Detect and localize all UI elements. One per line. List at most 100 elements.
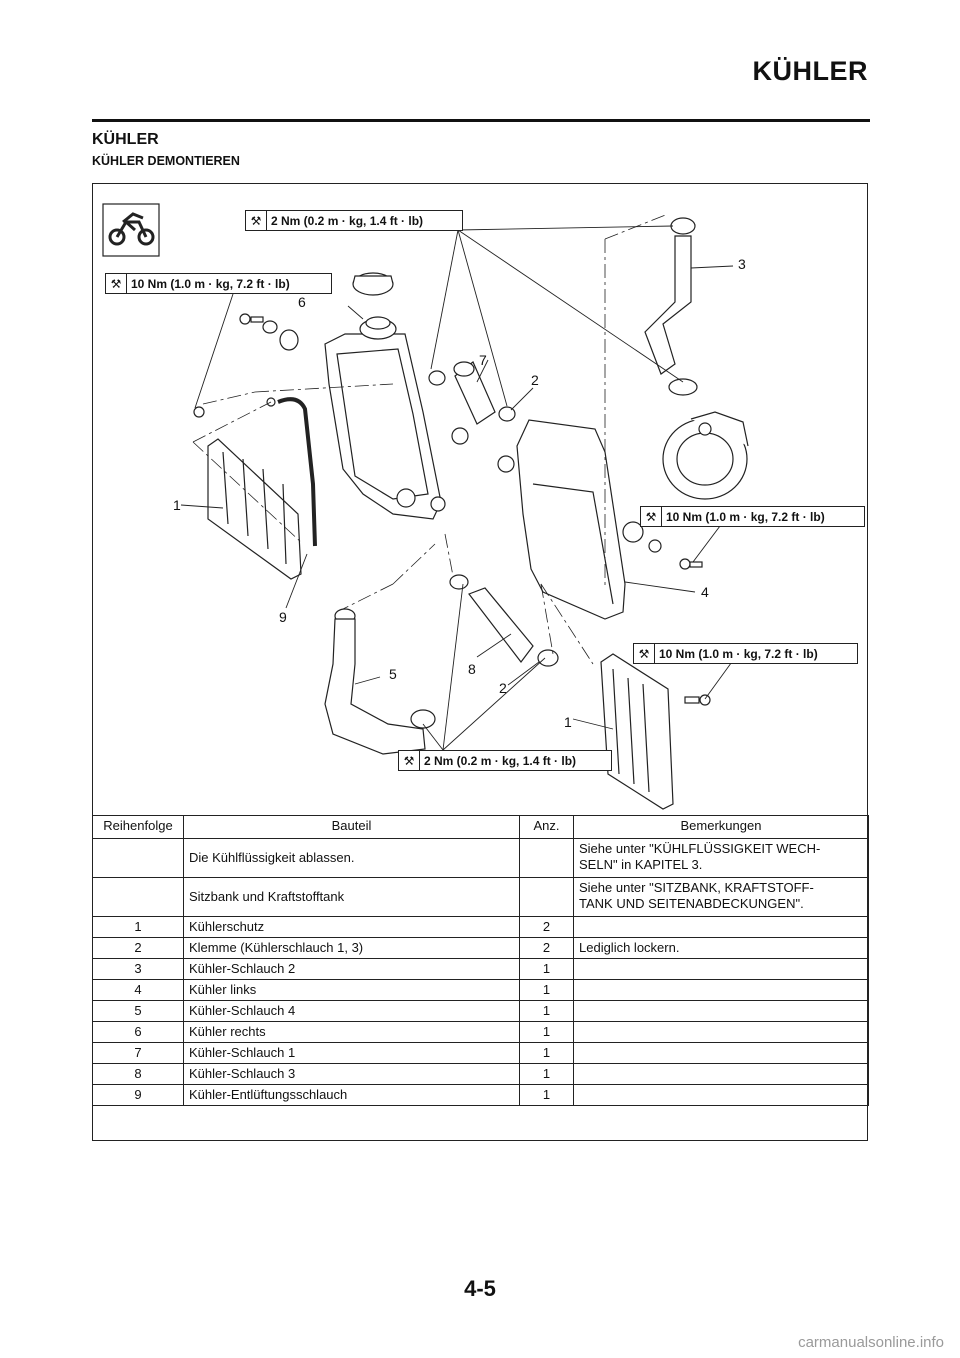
cell-order — [92, 877, 184, 917]
cell-remarks: Lediglich lockern. — [573, 937, 869, 959]
cell-qty: 1 — [519, 1042, 574, 1064]
radiator-guard-left — [207, 438, 302, 580]
cell-order: 8 — [92, 1063, 184, 1085]
cell-part: Kühler-Schlauch 4 — [183, 1000, 520, 1022]
breather-hose — [277, 397, 317, 547]
cell-remarks — [573, 958, 869, 980]
cell-order: 5 — [92, 1000, 184, 1022]
radiator-right — [324, 272, 469, 520]
table-body: Die Kühlflüssigkeit ablassen. Siehe unter… — [92, 838, 869, 1106]
header-qty: Anz. — [519, 815, 574, 839]
torque-label-4: ⚒ 10 Nm (1.0 m · kg, 7.2 ft · lb) — [633, 643, 858, 664]
cell-part: Kühler-Schlauch 1 — [183, 1042, 520, 1064]
cell-order: 1 — [92, 916, 184, 938]
header-part: Bauteil — [183, 815, 520, 839]
torque-wrench-icon: ⚒ — [399, 751, 420, 770]
callout-5: 5 — [389, 666, 397, 682]
cell-qty: 1 — [519, 1021, 574, 1043]
radiator-left — [497, 419, 703, 620]
table-row: Sitzbank und Kraftstofftank Siehe unter "… — [92, 877, 869, 917]
hose-3 — [644, 217, 698, 396]
table-header-row: Reihenfolge Bauteil Anz. Bemerkungen — [92, 815, 869, 839]
cell-order: 4 — [92, 979, 184, 1001]
callout-8: 8 — [468, 661, 476, 677]
callout-2: 2 — [531, 372, 539, 388]
torque-label-1: ⚒ 2 Nm (0.2 m · kg, 1.4 ft · lb) — [245, 210, 463, 231]
cell-qty: 2 — [519, 916, 574, 938]
cell-order: 2 — [92, 937, 184, 959]
hose-7 — [428, 361, 516, 425]
diagram-frame — [92, 183, 868, 1141]
leader-lines — [180, 225, 735, 751]
cell-remarks — [573, 1000, 869, 1022]
cell-remarks: Siehe unter "KÜHLFLÜSSIGKEIT WECH- SELN"… — [573, 838, 869, 878]
page-header-title: KÜHLER — [752, 56, 868, 86]
cell-order: 7 — [92, 1042, 184, 1064]
torque-label-3: ⚒ 10 Nm (1.0 m · kg, 7.2 ft · lb) — [640, 506, 865, 527]
cell-remarks — [573, 1084, 869, 1106]
cell-order — [92, 838, 184, 878]
cell-qty — [519, 877, 574, 917]
torque-wrench-icon: ⚒ — [246, 211, 267, 230]
section-title: KÜHLER — [92, 131, 159, 148]
cell-part: Klemme (Kühlerschlauch 1, 3) — [183, 937, 520, 959]
torque-wrench-icon: ⚒ — [634, 644, 655, 663]
table-row: Die Kühlflüssigkeit ablassen. Siehe unter… — [92, 838, 869, 878]
watermark: carmanualsonline.info — [798, 1334, 944, 1351]
header-order: Reihenfolge — [92, 815, 184, 839]
torque-label-5: ⚒ 2 Nm (0.2 m · kg, 1.4 ft · lb) — [398, 750, 612, 771]
torque-wrench-icon: ⚒ — [106, 274, 127, 293]
callout-1: 1 — [173, 497, 181, 513]
cell-part: Kühler links — [183, 979, 520, 1001]
cell-part: Kühler-Schlauch 2 — [183, 958, 520, 980]
alignment-lines — [192, 213, 669, 665]
exploded-diagram: ⚒ 2 Nm (0.2 m · kg, 1.4 ft · lb) ⚒ 10 Nm… — [93, 184, 867, 816]
callout-2b: 2 — [499, 680, 507, 696]
cell-qty: 1 — [519, 958, 574, 980]
cell-part: Kühler rechts — [183, 1021, 520, 1043]
cell-remarks — [573, 1063, 869, 1085]
diagram-drawing — [102, 203, 749, 810]
cell-qty: 1 — [519, 1063, 574, 1085]
cell-part: Sitzbank und Kraftstofftank — [183, 877, 520, 917]
bolt-set-top — [193, 313, 299, 418]
radiator-guard-right — [600, 653, 711, 810]
torque-wrench-icon: ⚒ — [641, 507, 662, 526]
callout-1b: 1 — [564, 714, 572, 730]
callout-3: 3 — [738, 256, 746, 272]
motorcycle-icon — [102, 203, 160, 257]
hose-5 — [324, 608, 436, 755]
cell-qty: 2 — [519, 937, 574, 959]
cell-remarks — [573, 916, 869, 938]
cell-remarks: Siehe unter "SITZBANK, KRAFTSTOFF- TANK … — [573, 877, 869, 917]
cell-part: Kühler-Entlüftungsschlauch — [183, 1084, 520, 1106]
cell-remarks — [573, 1042, 869, 1064]
cylinder-head — [662, 411, 749, 500]
page-number: 4-5 — [464, 1276, 496, 1301]
callout-9: 9 — [279, 609, 287, 625]
callout-4: 4 — [701, 584, 709, 600]
subsection-title: KÜHLER DEMONTIEREN — [92, 154, 240, 168]
cell-qty: 1 — [519, 979, 574, 1001]
cell-remarks — [573, 979, 869, 1001]
cell-remarks — [573, 1021, 869, 1043]
cell-part: Die Kühlflüssigkeit ablassen. — [183, 838, 520, 878]
cell-part: Kühler-Schlauch 3 — [183, 1063, 520, 1085]
cell-part: Kühlerschutz — [183, 916, 520, 938]
header-rule — [92, 119, 870, 122]
parts-table: Reihenfolge Bauteil Anz. Bemerkungen Die… — [92, 815, 869, 1106]
callout-6: 6 — [298, 294, 306, 310]
torque-label-2: ⚒ 10 Nm (1.0 m · kg, 7.2 ft · lb) — [105, 273, 332, 294]
cell-order: 6 — [92, 1021, 184, 1043]
callout-7: 7 — [479, 352, 487, 368]
cell-qty: 1 — [519, 1000, 574, 1022]
